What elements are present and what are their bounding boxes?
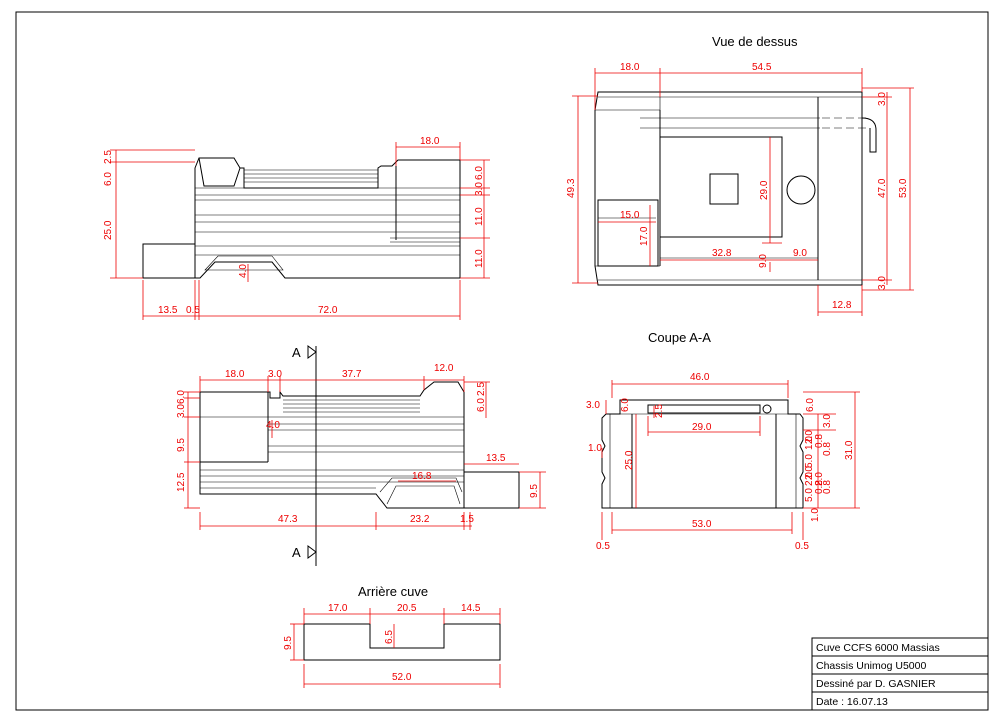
title-block-line1: Cuve CCFS 6000 Massias: [816, 642, 940, 654]
section-dim-53: 53.0: [692, 519, 712, 530]
side-dim-4: 4.0: [238, 264, 249, 278]
section-dim-31: 31.0: [844, 440, 855, 460]
top-dim-9a: 9.0: [758, 254, 769, 268]
top-dim-32_8: 32.8: [712, 248, 732, 259]
section-dim-6b: 6.0: [805, 398, 816, 412]
side-dim-0_5: 0.5: [186, 305, 200, 316]
side-dim-18: 18.0: [420, 136, 440, 147]
front-dim-18: 18.0: [225, 369, 245, 380]
title-block: Cuve CCFS 6000 Massias Chassis Unimog U5…: [811, 637, 989, 711]
section-dim-0_5b: 0.5: [795, 541, 809, 552]
front-dim-3: 3.0: [176, 404, 187, 418]
section-view: Coupe A-A 46.0 3.0 6.0: [586, 330, 860, 552]
section-dim-0_5a: 0.5: [596, 541, 610, 552]
rear-view: Arrière cuve 17.0 20.5 14.5 9.5 6.5 52.0: [283, 584, 501, 688]
top-dim-54_5: 54.5: [752, 62, 772, 73]
top-dim-18: 18.0: [620, 62, 640, 73]
top-dim-29: 29.0: [759, 180, 770, 200]
front-dim-12: 12.0: [434, 363, 454, 374]
front-dim-2_5: 2.5: [476, 382, 487, 396]
section-dim-3a: 3.0: [586, 400, 600, 411]
section-marker-top: A: [292, 345, 301, 360]
top-dim-15: 15.0: [620, 210, 640, 221]
front-dim-3: 3.0: [268, 369, 282, 380]
front-dim-9_5a: 9.5: [176, 438, 187, 452]
section-dim-2d: 2.0: [814, 472, 825, 486]
rear-dim-9_5: 9.5: [283, 636, 294, 650]
front-dim-37_7: 37.7: [342, 369, 362, 380]
side-dim-25: 25.0: [103, 220, 114, 240]
rear-dim-52: 52.0: [392, 672, 412, 683]
section-dim-1c: 1.0: [810, 508, 821, 522]
front-dim-4: 4.0: [266, 420, 280, 431]
side-dim-11a: 11.0: [474, 207, 485, 226]
rear-view-title: Arrière cuve: [358, 584, 428, 599]
title-block-line2: Chassis Unimog U5000: [816, 660, 926, 672]
section-dim-0_8a: 0.8: [814, 434, 825, 448]
section-dim-0_8c: 0.8: [814, 480, 825, 494]
section-dim-6a: 6.0: [620, 398, 631, 412]
section-dim-5b: 5.0: [804, 488, 815, 502]
rear-dim-17: 17.0: [328, 603, 348, 614]
section-dim-3b: 3.0: [822, 414, 833, 428]
rear-dim-20_5: 20.5: [397, 603, 417, 614]
top-dim-12_8: 12.8: [832, 300, 852, 311]
section-dim-2_5: 2.5: [654, 404, 665, 418]
side-dim-2_5: 2.5: [103, 150, 114, 164]
front-dim-16_8: 16.8: [412, 471, 432, 482]
side-dim-13_5: 13.5: [158, 305, 178, 316]
section-dim-0_8b: 0.8: [822, 442, 833, 456]
section-dim-46: 46.0: [690, 372, 710, 383]
section-view-title: Coupe A-A: [648, 330, 711, 345]
section-dim-25: 25.0: [624, 450, 635, 470]
section-dim-1b: 1.0: [804, 436, 815, 450]
section-dim-2b: 2.0: [804, 466, 815, 480]
side-dim-11b: 11.0: [474, 249, 485, 268]
front-dim-6b: 6.0: [176, 390, 187, 404]
side-dim-72: 72.0: [318, 305, 338, 316]
side-dim-6: 6.0: [103, 172, 114, 186]
side-dim-6b: 6.0: [474, 166, 485, 180]
top-dim-53: 53.0: [898, 178, 909, 198]
front-view: A A 18.0 3.0 37.7 12.0 6.0 2.: [176, 345, 546, 566]
front-dim-6a: 6.0: [476, 398, 487, 412]
section-dim-1a: 1.0: [588, 443, 602, 454]
section-marker-bottom: A: [292, 545, 301, 560]
drawing-frame: [15, 11, 989, 711]
front-dim-47_3: 47.3: [278, 514, 298, 525]
section-dim-5a: 5.0: [804, 454, 815, 468]
front-dim-12_5: 12.5: [176, 472, 187, 492]
top-dim-17: 17.0: [639, 226, 650, 246]
top-dim-3b: 3.0: [877, 276, 888, 290]
top-view: Vue de dessus: [566, 34, 914, 316]
top-dim-47: 47.0: [877, 178, 888, 198]
front-dim-9_5b: 9.5: [529, 484, 540, 498]
side-view: 18.0 6.0 2.5 25.0 3.0 6.0 11.0 11.0 4.0 …: [103, 136, 490, 320]
rear-dim-14_5: 14.5: [461, 603, 481, 614]
title-block-line3: Dessiné par D. GASNIER: [816, 678, 936, 690]
top-dim-3a: 3.0: [877, 92, 888, 106]
section-dim-2a: 2.0: [804, 430, 815, 444]
top-dim-9b: 9.0: [793, 248, 807, 259]
side-dim-3: 3.0: [474, 182, 485, 196]
front-dim-1_5: 1.5: [460, 514, 474, 525]
top-view-title: Vue de dessus: [712, 34, 798, 49]
top-dim-49_3: 49.3: [566, 178, 577, 198]
title-block-line4: Date : 16.07.13: [816, 696, 888, 708]
front-dim-13_5: 13.5: [486, 453, 506, 464]
section-dim-29: 29.0: [692, 422, 712, 433]
section-dim-0_8d: 0.8: [822, 480, 833, 494]
section-dim-2c: 2.0: [804, 472, 815, 486]
rear-dim-6_5: 6.5: [384, 630, 395, 644]
front-dim-23_2: 23.2: [410, 514, 430, 525]
